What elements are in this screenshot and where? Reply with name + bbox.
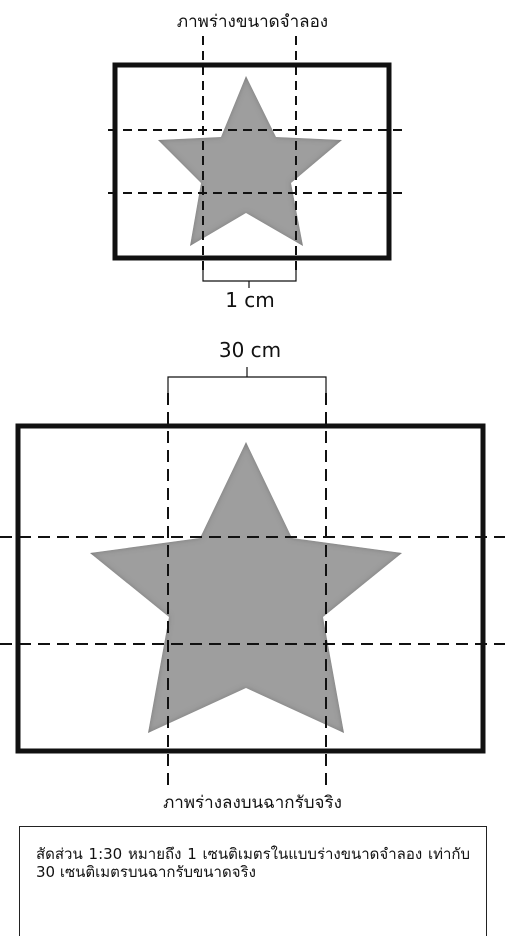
explanation-text: สัดส่วน 1:30 หมายถึง 1 เซนติเมตรในแบบร่า… <box>36 845 470 881</box>
small-sketch <box>108 36 402 288</box>
small-dimension-label: 1 cm <box>225 288 275 312</box>
big-sketch-caption: ภาพร่างลงบนฉากรับจริง <box>163 793 342 813</box>
big-star <box>90 442 402 733</box>
big-dimension-bracket <box>167 367 327 393</box>
small-dimension-bracket <box>202 270 297 288</box>
small-star <box>158 76 342 246</box>
big-sketch <box>0 367 505 785</box>
explanation-box: สัดส่วน 1:30 หมายถึง 1 เซนติเมตรในแบบร่า… <box>19 826 487 936</box>
big-dimension-label: 30 cm <box>218 338 282 362</box>
big-frame <box>15 423 486 754</box>
small-frame <box>112 62 392 261</box>
small-sketch-title: ภาพร่างขนาดจำลอง <box>176 12 329 32</box>
